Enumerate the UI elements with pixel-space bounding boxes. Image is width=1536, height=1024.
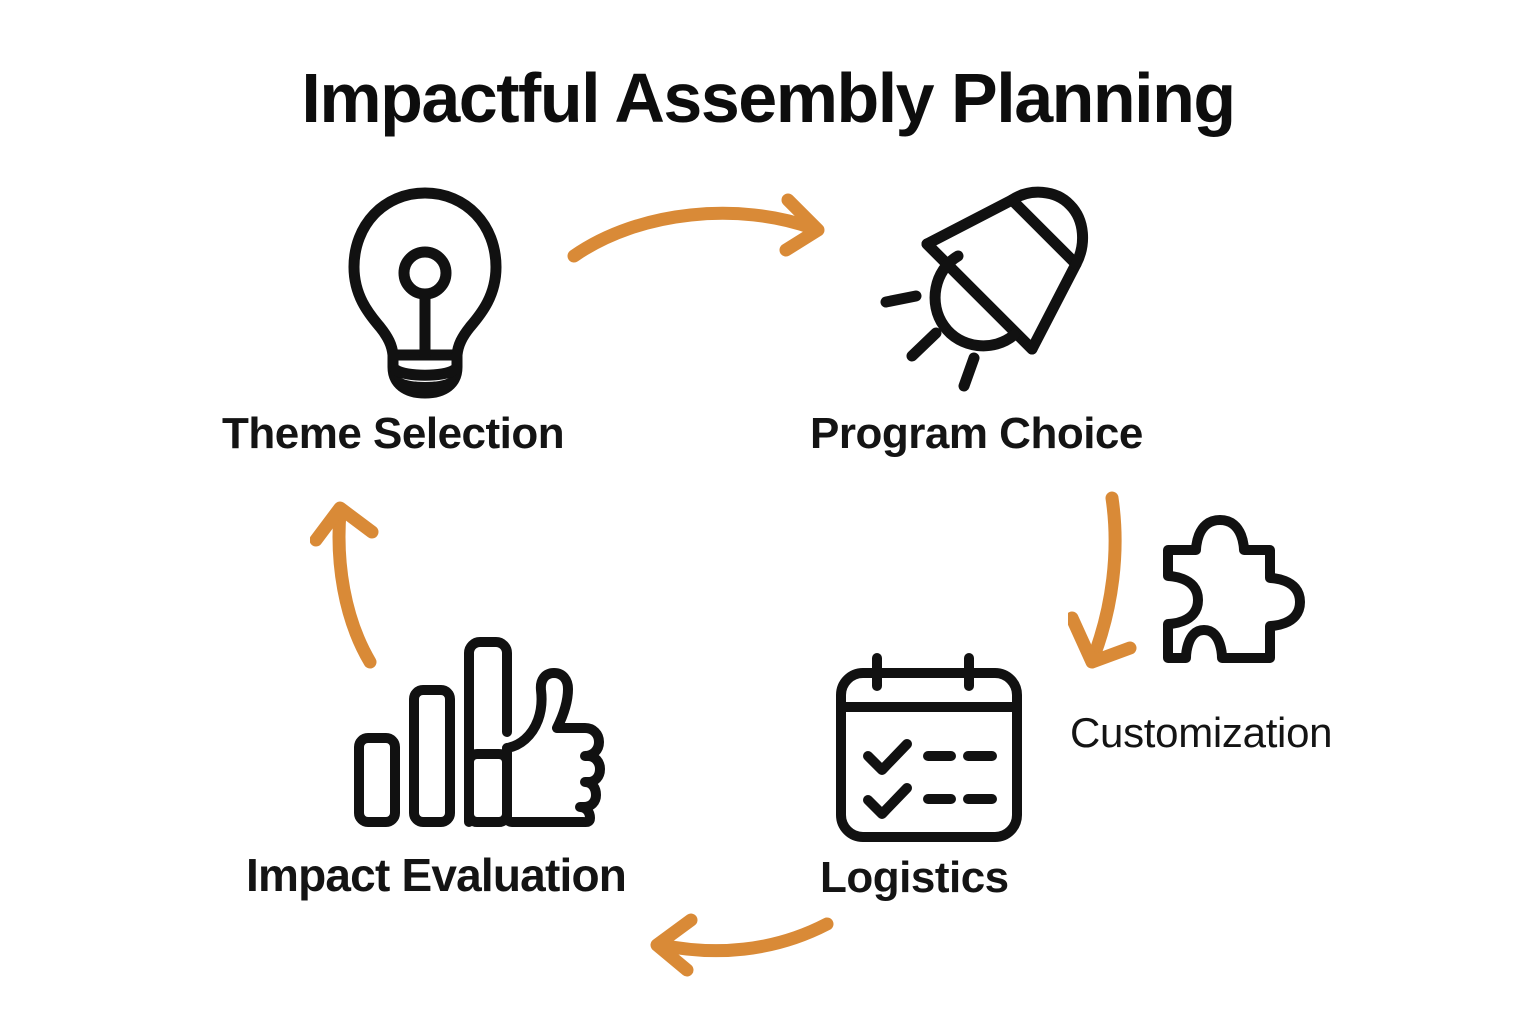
puzzle-piece-icon — [1160, 512, 1360, 687]
curved-arrow-down-icon — [1065, 490, 1158, 680]
node-label-program-choice: Program Choice — [810, 409, 1143, 458]
curved-arrow-left-icon — [645, 912, 835, 982]
node-label-logistics: Logistics — [820, 853, 1009, 902]
node-label-customization: Customization — [1070, 709, 1333, 756]
lightbulb-icon — [340, 185, 510, 400]
megaphone-icon — [880, 186, 1090, 392]
node-label-theme-selection: Theme Selection — [222, 409, 565, 458]
node-label-impact-evaluation: Impact Evaluation — [246, 849, 627, 901]
bar-chart-thumbs-up-icon — [352, 632, 605, 832]
curved-arrow-right-icon — [560, 188, 860, 288]
calendar-checklist-icon — [834, 652, 1024, 844]
page-title: Impactful Assembly Planning — [301, 59, 1236, 137]
curved-arrow-up-icon — [309, 500, 400, 670]
